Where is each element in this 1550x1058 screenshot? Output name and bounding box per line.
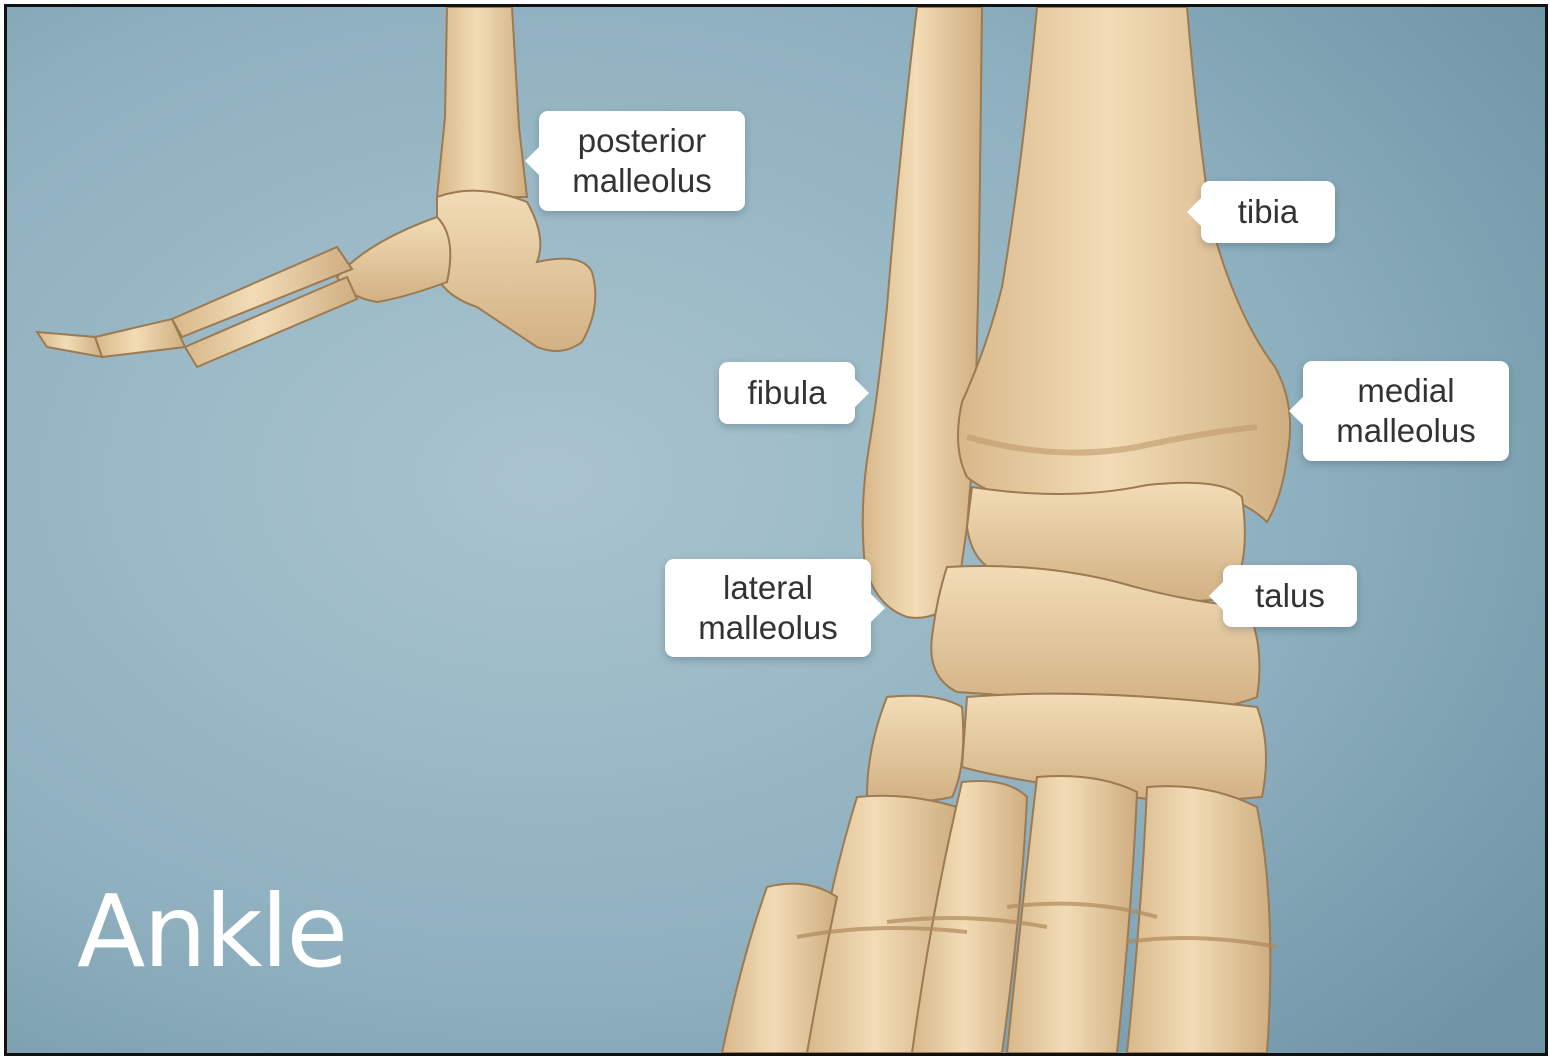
label-tibia: tibia	[1201, 181, 1335, 243]
diagram-frame: posterior malleolus tibia fibula medial …	[4, 4, 1548, 1056]
label-medial-malleolus: medial malleolus	[1303, 361, 1509, 461]
label-fibula: fibula	[719, 362, 855, 424]
label-posterior-malleolus: posterior malleolus	[539, 111, 745, 211]
label-talus: talus	[1223, 565, 1357, 627]
side-view-leg-bone	[437, 7, 527, 197]
label-lateral-malleolus: lateral malleolus	[665, 559, 871, 657]
diagram-title: Ankle	[77, 877, 346, 987]
